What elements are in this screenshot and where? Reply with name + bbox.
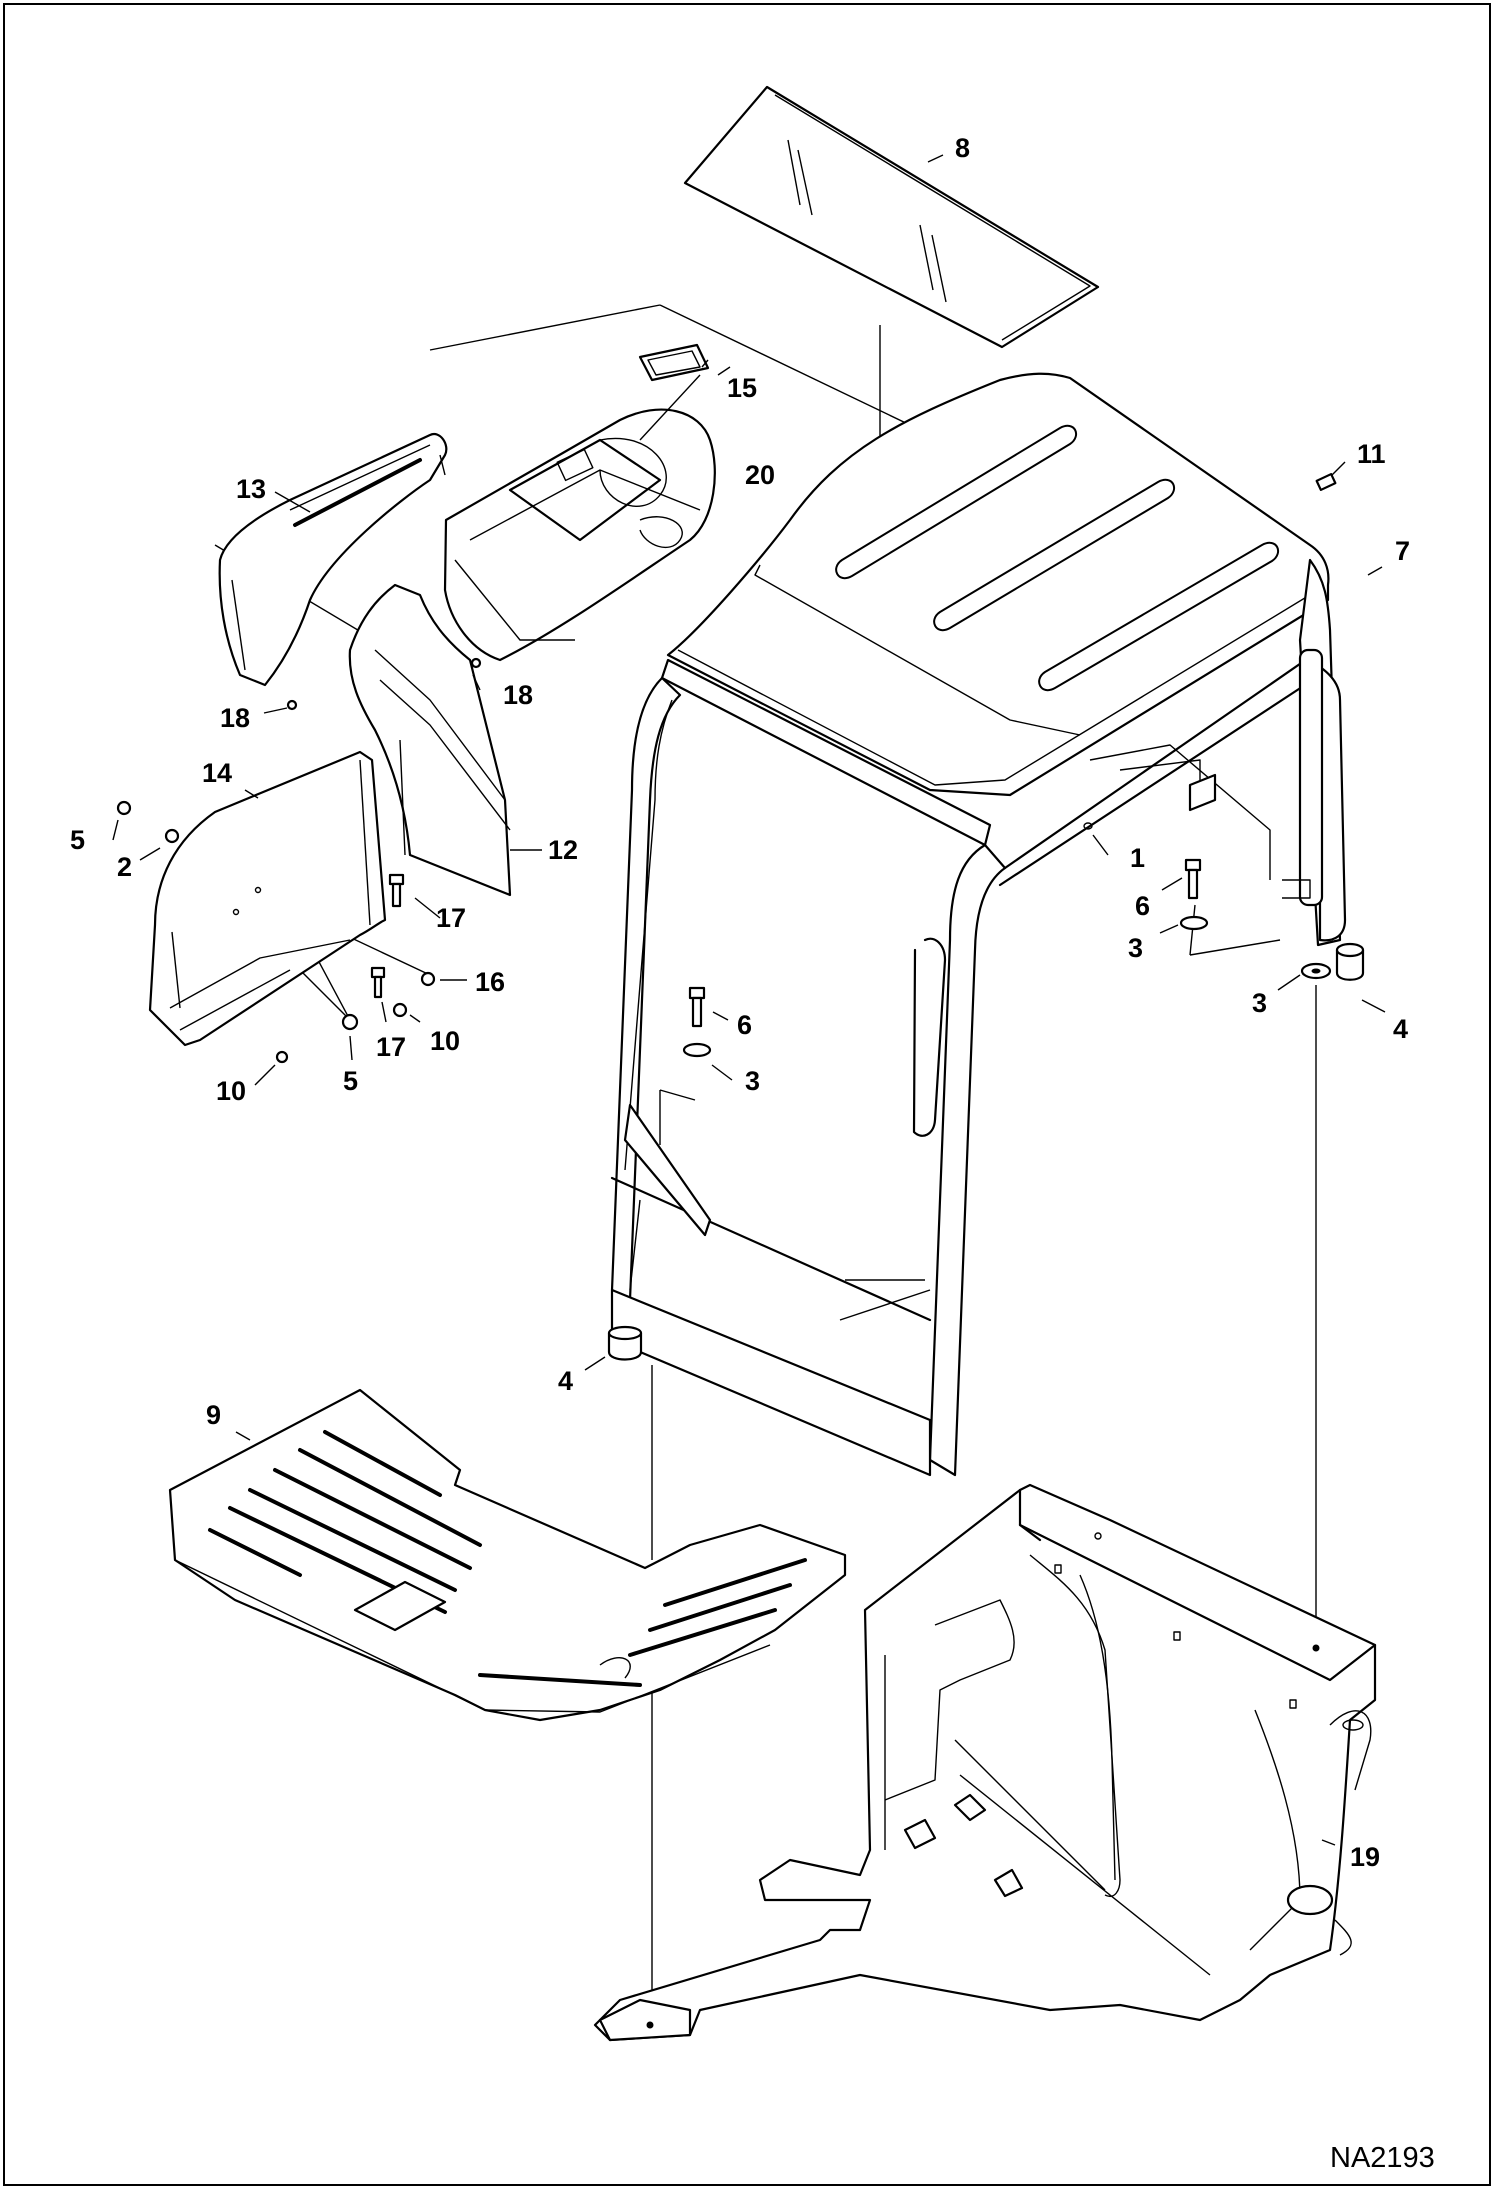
roof-glass <box>683 85 1100 349</box>
callout-10-bottom: 10 <box>216 1076 246 1106</box>
clip-16 <box>420 971 436 987</box>
callout-17-top: 17 <box>436 903 466 933</box>
nut-10-bottom <box>275 1050 289 1064</box>
bolt-17-bottom <box>370 966 386 999</box>
callout-2: 2 <box>117 852 132 882</box>
callout-6-right: 6 <box>1135 891 1150 921</box>
callout-leaders <box>112 154 1386 1846</box>
callout-8: 8 <box>955 133 970 163</box>
callout-1: 1 <box>1130 843 1145 873</box>
mount-4-left <box>607 1325 643 1361</box>
clip-18-right <box>470 657 482 669</box>
bolt-6-left <box>688 986 706 1028</box>
callout-12: 12 <box>548 835 578 865</box>
callout-4-right: 4 <box>1393 1014 1408 1044</box>
floor-mat <box>168 1388 847 1722</box>
drawing-code: NA2193 <box>1330 2142 1435 2174</box>
fastener-1 <box>1083 822 1093 830</box>
nut-5-top <box>116 800 132 816</box>
nut-10-right <box>392 1002 408 1018</box>
callout-3-left: 3 <box>745 1066 760 1096</box>
bolt-6-right <box>1184 858 1202 900</box>
callout-18-left: 18 <box>220 703 250 733</box>
callout-labels: 8 15 20 13 18 18 11 7 14 12 5 2 17 16 17… <box>70 133 1435 2174</box>
callout-18-right: 18 <box>503 680 533 710</box>
callout-17-bottom: 17 <box>376 1032 406 1062</box>
nut-5-bottom <box>341 1013 359 1031</box>
bolt-17-top <box>388 873 405 908</box>
callout-16: 16 <box>475 967 505 997</box>
callout-14: 14 <box>202 758 232 788</box>
mount-4-right <box>1335 942 1365 981</box>
hardware <box>116 472 1365 1361</box>
callout-3-right-bottom: 3 <box>1252 988 1267 1018</box>
dash-console <box>443 408 716 662</box>
fender <box>148 750 387 1047</box>
clip-18-left <box>286 699 298 711</box>
callout-20: 20 <box>745 460 775 490</box>
callout-5-top: 5 <box>70 825 85 855</box>
base-frame <box>593 1483 1377 2042</box>
washer-3b <box>682 1042 712 1058</box>
callout-13: 13 <box>236 474 266 504</box>
callout-5-bottom: 5 <box>343 1066 358 1096</box>
cab-frame <box>610 372 1347 1477</box>
callout-11: 11 <box>1357 439 1386 469</box>
callout-15: 15 <box>727 373 757 403</box>
washer-2 <box>164 828 180 844</box>
callout-3-right-top: 3 <box>1128 933 1143 963</box>
plug-11 <box>1315 472 1337 492</box>
callout-9: 9 <box>206 1400 221 1430</box>
callout-10-right: 10 <box>430 1026 460 1056</box>
switch-plate <box>638 343 710 382</box>
kick-panel <box>348 583 512 897</box>
callout-4-left: 4 <box>558 1366 573 1396</box>
callout-19: 19 <box>1350 1842 1380 1872</box>
callout-7: 7 <box>1395 536 1410 566</box>
washer-3a <box>1179 915 1209 931</box>
callout-6-left: 6 <box>737 1010 752 1040</box>
